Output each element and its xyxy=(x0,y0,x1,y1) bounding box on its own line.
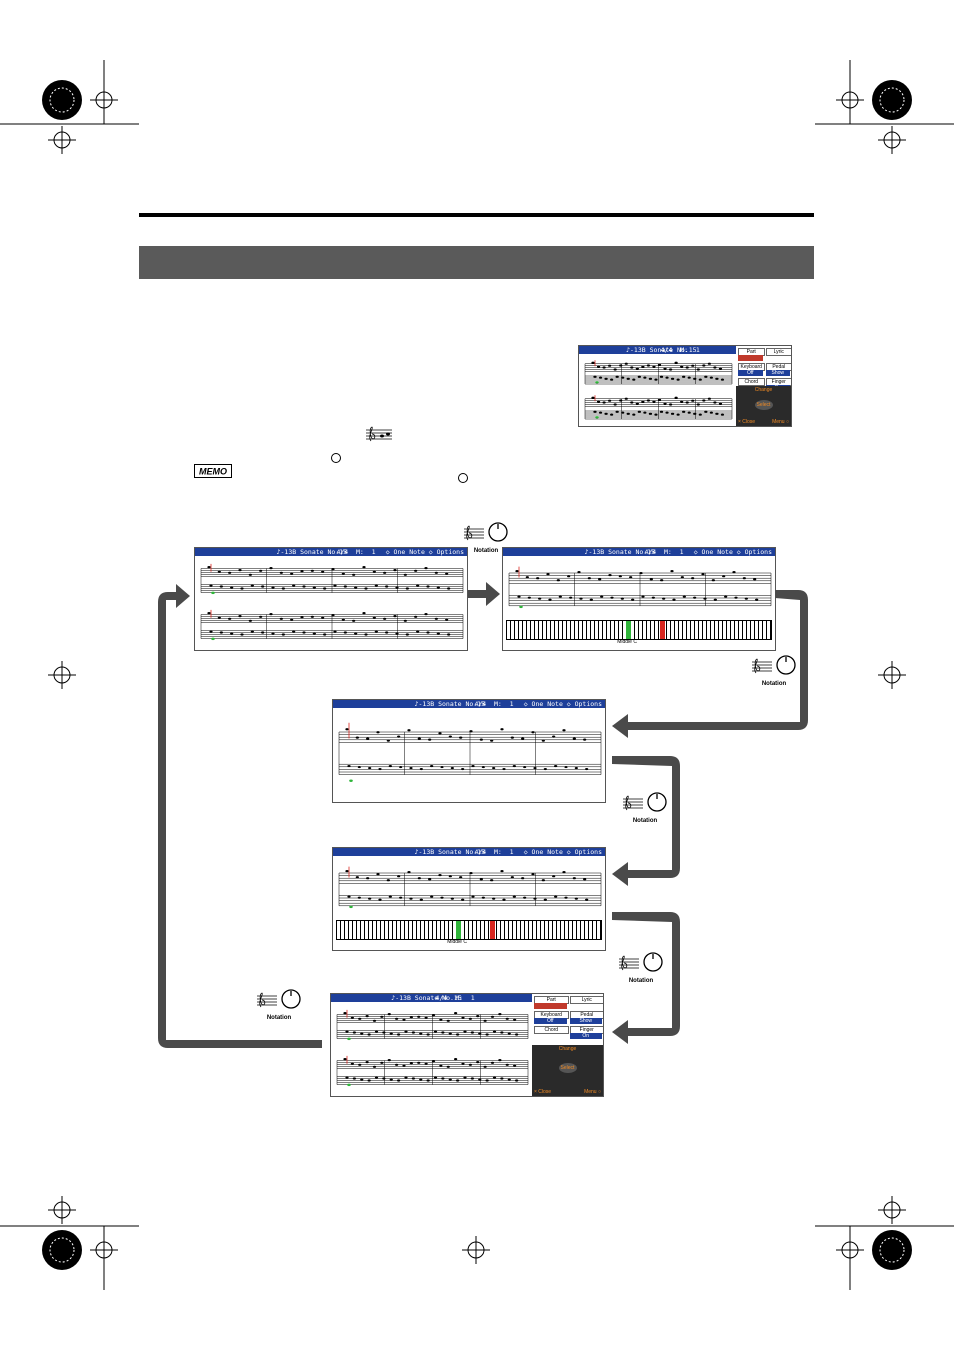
song-title: ♪-13B Sonate No.15 xyxy=(626,346,697,354)
music-staff xyxy=(503,557,775,621)
section-bar xyxy=(139,246,814,279)
song-title: ♪-13B Sonate No.15 xyxy=(414,700,486,708)
select-button[interactable]: Select xyxy=(558,1063,577,1074)
options-label: ◇ One Note ◇ Options xyxy=(523,700,602,708)
pedal-value: Show xyxy=(569,1018,602,1024)
pedal-value: Show xyxy=(765,370,790,376)
part-value xyxy=(534,1003,567,1009)
menu-label[interactable]: Menu ○ xyxy=(584,1089,601,1095)
keyboard-graphic xyxy=(336,920,602,940)
lyric-button[interactable]: Lyric xyxy=(765,348,791,356)
measure-info: 4/4 M: 1 xyxy=(435,994,475,1002)
notation-knob: Notation xyxy=(255,988,303,1021)
menu-label[interactable]: Menu ○ xyxy=(772,419,789,425)
close-label[interactable]: × Close xyxy=(534,1089,552,1095)
song-title: ♪-13B Sonate No.15 xyxy=(276,548,348,556)
keyboard-value: Off xyxy=(738,370,763,376)
change-label: Change xyxy=(558,1046,577,1052)
notation-knob: Notation xyxy=(617,951,665,984)
chord-button[interactable]: Chord xyxy=(738,378,765,386)
song-title: ♪-13B Sonate No.15 xyxy=(391,994,462,1002)
music-staff xyxy=(579,355,736,425)
keyboard-graphic xyxy=(506,620,772,640)
measure-info: 4/4 M: 1 xyxy=(660,346,700,354)
circle-icon xyxy=(458,473,468,483)
header-rule xyxy=(139,213,814,217)
keyboard-value: Off xyxy=(534,1018,567,1024)
options-label: ◇ One Note ◇ Options xyxy=(523,848,602,856)
finger-value: On xyxy=(569,1033,602,1039)
close-label[interactable]: × Close xyxy=(738,419,756,425)
notation-icon xyxy=(366,426,392,442)
options-label: ◇ One Note ◇ Options xyxy=(385,548,464,556)
lyric-button[interactable]: Lyric xyxy=(569,996,603,1004)
svg-text:MEMO: MEMO xyxy=(199,467,227,477)
notation-knob: Notation xyxy=(462,521,510,554)
music-staff xyxy=(333,857,605,921)
song-title: ♪-13B Sonate No.15 xyxy=(584,548,656,556)
part-value xyxy=(738,355,763,361)
middle-c-label: Middle C xyxy=(447,939,467,945)
music-staff xyxy=(195,557,467,649)
circle-icon xyxy=(331,453,341,463)
memo-icon: MEMO xyxy=(194,464,232,478)
measure-info: 4/4 M: 1 xyxy=(474,848,514,856)
notation-knob: Notation xyxy=(750,654,798,687)
change-label: Change xyxy=(754,387,773,393)
music-staff xyxy=(331,1003,532,1095)
chord-button[interactable]: Chord xyxy=(534,1026,569,1034)
select-button[interactable]: Select xyxy=(754,400,773,411)
middle-c-label: Middle C xyxy=(617,639,637,645)
notation-knob: Notation xyxy=(621,791,669,824)
options-label: ◇ One Note ◇ Options xyxy=(693,548,772,556)
music-staff xyxy=(333,709,605,801)
measure-info: 4/4 M: 1 xyxy=(474,700,514,708)
measure-info: 4/4 M: 1 xyxy=(336,548,376,556)
song-title: ♪-13B Sonate No.15 xyxy=(414,848,486,856)
measure-info: 4/4 M: 1 xyxy=(644,548,684,556)
